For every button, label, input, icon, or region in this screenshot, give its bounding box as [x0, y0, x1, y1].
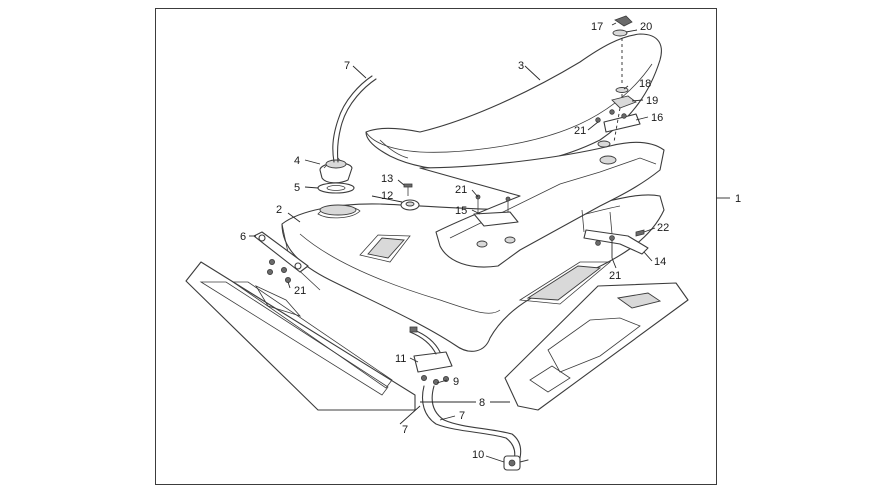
washer-20: [612, 29, 628, 37]
callout-9: 9: [453, 376, 459, 388]
fuel-tap-10: [503, 455, 529, 471]
callout-19: 19: [646, 95, 658, 107]
bracket-6: [253, 231, 309, 273]
latch-17: [614, 15, 633, 27]
callout-7-left: 7: [402, 424, 408, 436]
callout-6: 6: [240, 231, 246, 243]
callout-11: 11: [395, 353, 406, 365]
callout-18: 18: [639, 78, 651, 90]
callout-22: 22: [657, 222, 669, 234]
diagram-frame: [155, 8, 717, 485]
callout-16: 16: [651, 112, 663, 124]
fuel-cap: [319, 157, 353, 184]
fuel-line-b: [431, 385, 522, 459]
callout-7-top: 7: [344, 60, 350, 72]
screws-21-left: [266, 258, 291, 283]
callout-21-center: 21: [455, 184, 467, 196]
callout-10: 10: [472, 449, 484, 461]
seat-base: [419, 140, 665, 268]
callout-12: 12: [381, 190, 393, 202]
breather-hose: [332, 75, 373, 163]
screws-9: [420, 374, 449, 385]
callout-4: 4: [294, 155, 300, 167]
callout-8: 8: [479, 397, 485, 409]
fuel-tap-11: [409, 326, 453, 373]
bracket-16: [595, 109, 641, 133]
callout-labels: 1 2 3 4 5 6 7 7 7 8 9 10 11 12 13 14 15 …: [240, 21, 741, 461]
callout-3: 3: [518, 60, 524, 72]
callout-2: 2: [276, 204, 282, 216]
callout-17: 17: [591, 21, 603, 33]
left-side-panel: [185, 261, 416, 411]
bracket-14: [581, 209, 649, 255]
plate-19: [611, 95, 637, 109]
callout-13: 13: [381, 173, 393, 185]
fuel-line-a: [421, 385, 516, 461]
callout-14: 14: [654, 256, 666, 268]
callout-20: 20: [640, 21, 652, 33]
callout-21-lower-right: 21: [609, 270, 621, 282]
callout-21-upper-right: 21: [574, 125, 586, 137]
callout-15: 15: [455, 205, 467, 217]
callout-5: 5: [294, 182, 300, 194]
leader-lines: [249, 22, 730, 463]
right-side-panel: [504, 282, 689, 411]
callout-7-right: 7: [459, 410, 465, 422]
fuel-cap-gasket: [317, 182, 355, 194]
callout-1: 1: [735, 193, 741, 205]
callout-21-left: 21: [294, 285, 306, 297]
screw-13: [403, 183, 413, 196]
washer-18: [615, 87, 629, 93]
